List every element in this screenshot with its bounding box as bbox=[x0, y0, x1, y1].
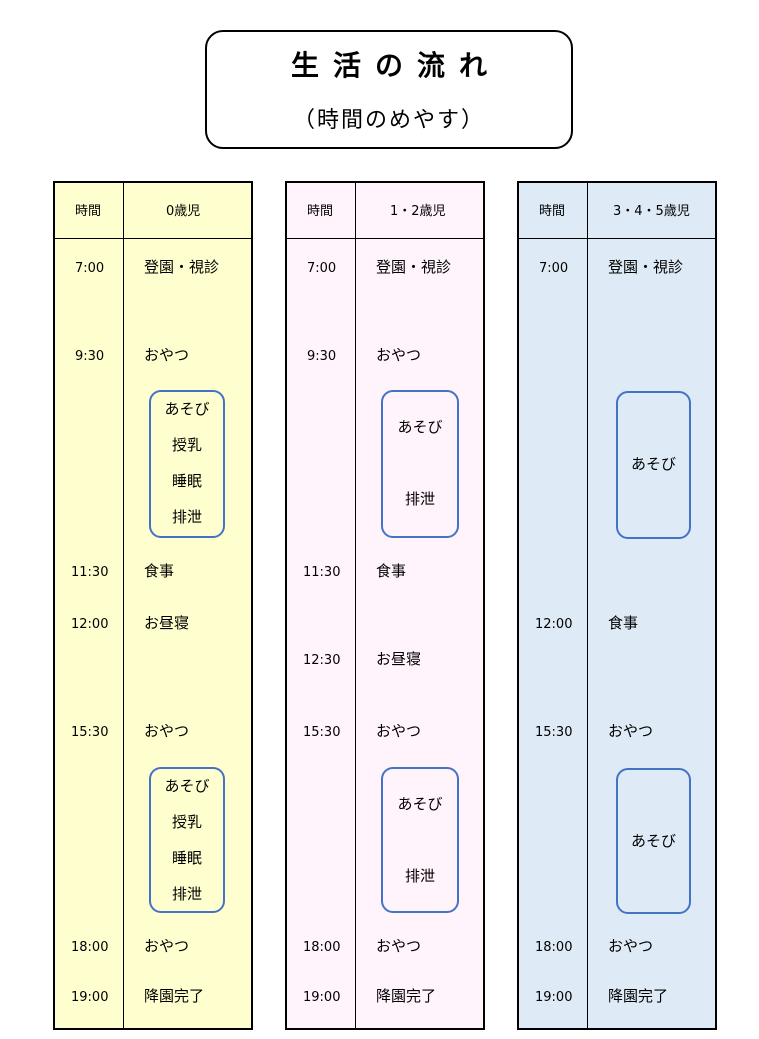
row-activity: 登園・視診 bbox=[376, 258, 452, 276]
schedule-table-age-1-2: 時間 1・2歳児 7:00 登園・視診 9:30 おやつ 11:30 食事 12… bbox=[285, 181, 485, 1030]
row-time: 19:00 bbox=[535, 990, 573, 1005]
bubble-line: 排泄 bbox=[404, 867, 435, 885]
header-age: 0歳児 bbox=[166, 204, 201, 219]
header-age: 1・2歳児 bbox=[390, 204, 446, 219]
bubble-line: 排泄 bbox=[171, 508, 202, 526]
row-activity: 降園完了 bbox=[144, 987, 205, 1005]
bubble-line: あそび bbox=[164, 777, 210, 795]
row-activity: お昼寝 bbox=[376, 650, 422, 668]
row-time: 18:00 bbox=[303, 940, 341, 955]
row-time: 12:30 bbox=[303, 653, 341, 668]
activity-bubble: あそび 排泄 bbox=[381, 390, 459, 538]
row-activity: 降園完了 bbox=[376, 987, 437, 1005]
page-subtitle: （時間のめやす） bbox=[292, 108, 485, 133]
row-activity: おやつ bbox=[144, 346, 190, 364]
row-time: 9:30 bbox=[75, 349, 105, 364]
row-activity: おやつ bbox=[144, 722, 190, 740]
bubble-line: 睡眠 bbox=[171, 849, 202, 867]
row-activity: 食事 bbox=[608, 614, 639, 632]
header-time: 時間 bbox=[307, 204, 334, 219]
bubble-line: あそび bbox=[397, 795, 443, 813]
activity-bubble: あそび bbox=[616, 391, 691, 539]
row-activity: 登園・視診 bbox=[608, 258, 684, 276]
schedule-table-age-0: 時間 0歳児 7:00 登園・視診 9:30 おやつ 11:30 食事 12:0… bbox=[53, 181, 253, 1030]
row-activity: 食事 bbox=[144, 562, 175, 580]
row-activity: お昼寝 bbox=[144, 614, 190, 632]
row-time: 15:30 bbox=[71, 725, 109, 740]
bubble-line: あそび bbox=[630, 832, 676, 850]
bubble-line: 排泄 bbox=[171, 885, 202, 903]
row-time: 12:00 bbox=[71, 617, 109, 632]
row-activity: おやつ bbox=[608, 722, 654, 740]
row-activity: おやつ bbox=[376, 937, 422, 955]
row-activity: おやつ bbox=[376, 346, 422, 364]
header-time: 時間 bbox=[539, 204, 566, 219]
row-time: 18:00 bbox=[535, 940, 573, 955]
row-time: 11:30 bbox=[71, 565, 109, 580]
bubble-line: 授乳 bbox=[171, 813, 202, 831]
bubble-line: 睡眠 bbox=[171, 472, 202, 490]
bubble-line: あそび bbox=[164, 400, 210, 418]
row-time: 18:00 bbox=[71, 940, 109, 955]
header-time: 時間 bbox=[75, 204, 102, 219]
row-activity: おやつ bbox=[376, 722, 422, 740]
page-title: 生活の流れ bbox=[290, 49, 501, 82]
activity-bubble: あそび 排泄 bbox=[381, 767, 459, 913]
row-time: 19:00 bbox=[303, 990, 341, 1005]
activity-bubble: あそび bbox=[616, 768, 691, 914]
row-time: 7:00 bbox=[307, 261, 337, 276]
row-time: 15:30 bbox=[303, 725, 341, 740]
row-activity: おやつ bbox=[608, 937, 654, 955]
bubble-line: あそび bbox=[397, 418, 443, 436]
row-activity: 降園完了 bbox=[608, 987, 669, 1005]
activity-bubble: あそび 授乳 睡眠 排泄 bbox=[149, 767, 225, 913]
row-time: 15:30 bbox=[535, 725, 573, 740]
bubble-line: あそび bbox=[630, 455, 676, 473]
header-age: 3・4・5歳児 bbox=[613, 204, 690, 219]
row-activity: おやつ bbox=[144, 937, 190, 955]
row-activity: 食事 bbox=[376, 562, 407, 580]
bubble-line: 授乳 bbox=[171, 436, 202, 454]
row-time: 7:00 bbox=[539, 261, 569, 276]
row-time: 12:00 bbox=[535, 617, 573, 632]
title-box: 生活の流れ （時間のめやす） bbox=[205, 30, 573, 149]
row-time: 7:00 bbox=[75, 261, 105, 276]
bubble-line: 排泄 bbox=[404, 490, 435, 508]
activity-bubble: あそび 授乳 睡眠 排泄 bbox=[149, 390, 225, 538]
row-time: 9:30 bbox=[307, 349, 337, 364]
row-time: 19:00 bbox=[71, 990, 109, 1005]
schedule-table-age-3-4-5: 時間 3・4・5歳児 7:00 登園・視診 12:00 食事 15:30 おやつ… bbox=[517, 181, 717, 1030]
row-time: 11:30 bbox=[303, 565, 341, 580]
row-activity: 登園・視診 bbox=[144, 258, 220, 276]
